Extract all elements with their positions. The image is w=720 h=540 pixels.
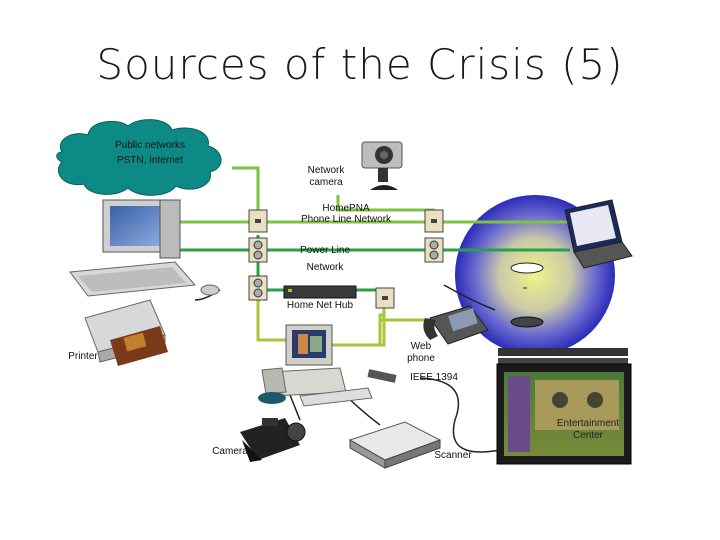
phone-line-network-label: Phone Line Network (300, 214, 392, 225)
scanner-label: Scanner (434, 450, 472, 461)
web-phone-label: Web (410, 341, 432, 352)
power-outlet-icon (248, 237, 268, 263)
web-phone-icon (423, 305, 489, 345)
entertainment-center-label: Entertainment (556, 418, 620, 429)
hub-icon (283, 285, 357, 299)
cloud-icon (56, 119, 222, 196)
homepna-label: HomePNA (322, 203, 370, 214)
pc-icon (258, 324, 397, 407)
ieee-1394-label: IEEE 1394 (410, 372, 458, 383)
wall-jack-icon (424, 209, 444, 233)
network-camera-icon (361, 141, 403, 190)
power-line-label: Power Line (299, 245, 351, 256)
printer-label: Printer (68, 351, 98, 362)
entertainment-center-icon (496, 348, 632, 465)
network-camera-label: Network (307, 165, 345, 176)
home-net-hub-label: Home Net Hub (286, 300, 354, 311)
cables (194, 284, 501, 453)
wall-jack-icon (375, 287, 395, 309)
video-camera-icon (240, 418, 306, 462)
laptop-icon (564, 199, 633, 269)
desktop-computer-icon (69, 199, 220, 297)
public-networks-label: Public networks (114, 140, 186, 151)
network-camera-label: camera (309, 177, 343, 188)
pstn-internet-label: PSTN, Internet (116, 155, 184, 166)
slide-title: Sources of the Crisis (5) (96, 40, 624, 89)
power-line-network-label: Network (306, 262, 344, 273)
wireless-node-icon (510, 316, 544, 328)
power-outlet-icon (424, 237, 444, 263)
power-outlet-icon (248, 275, 268, 301)
scanner-icon (348, 421, 442, 469)
entertainment-center-label: Center (572, 430, 603, 441)
camera-label: Camera (212, 446, 248, 457)
wireless-node-icon (510, 262, 544, 274)
wall-jack-icon (248, 209, 268, 233)
printer-icon (84, 299, 168, 366)
web-phone-label: phone (407, 353, 435, 364)
